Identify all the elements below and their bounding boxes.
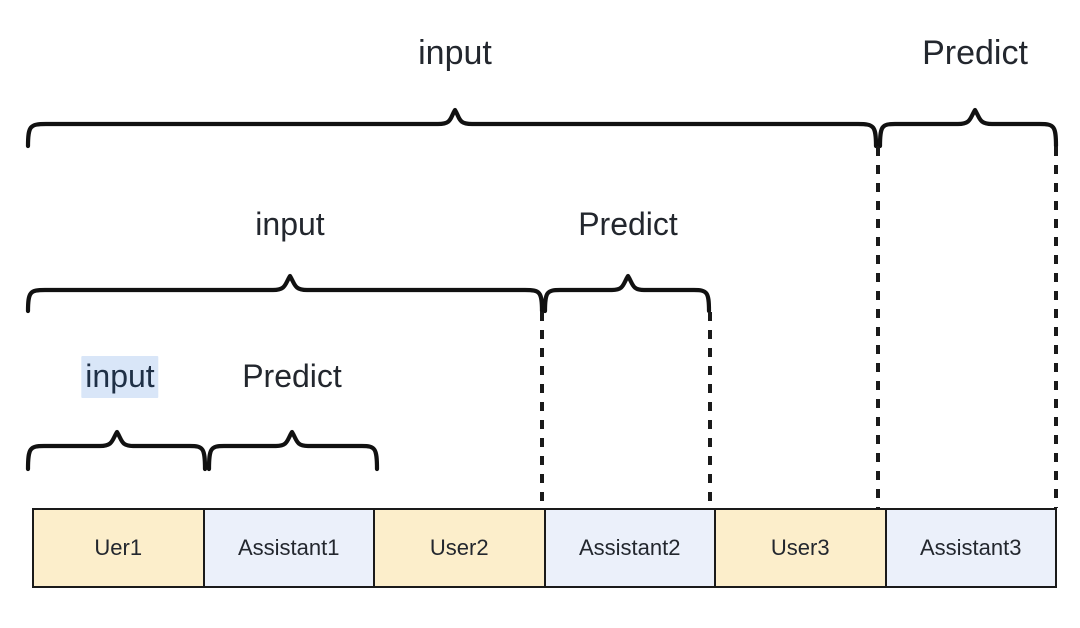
- turn-cell-assistant1: Assistant1: [204, 510, 375, 586]
- label-level3-predict: Predict: [922, 34, 1028, 72]
- turn-cell-assistant2: Assistant2: [545, 510, 716, 586]
- label-level1-input: input: [81, 356, 159, 398]
- label-level1-predict: Predict: [242, 358, 342, 394]
- label-level3-input: input: [418, 34, 492, 72]
- turn-cell-assistant3: Assistant3: [886, 510, 1055, 586]
- brace-level1-input: [25, 429, 208, 472]
- label-level2-predict: Predict: [578, 206, 678, 242]
- brace-level2-input: [25, 273, 545, 314]
- brace-level2-predict: [542, 273, 712, 314]
- conversation-turn-row: Uer1 Assistant1 User2 Assistant2 User3 A…: [32, 508, 1057, 588]
- turn-cell-user2: User2: [375, 510, 546, 586]
- brace-level1-predict: [206, 429, 380, 472]
- label-level2-input: input: [255, 206, 325, 242]
- label-level1-input-wrapper: input: [81, 356, 159, 398]
- brace-level3-input: [25, 107, 879, 149]
- brace-level3-predict: [877, 107, 1059, 149]
- turn-cell-user3: User3: [716, 510, 887, 586]
- turn-cell-user1: Uer1: [34, 510, 205, 586]
